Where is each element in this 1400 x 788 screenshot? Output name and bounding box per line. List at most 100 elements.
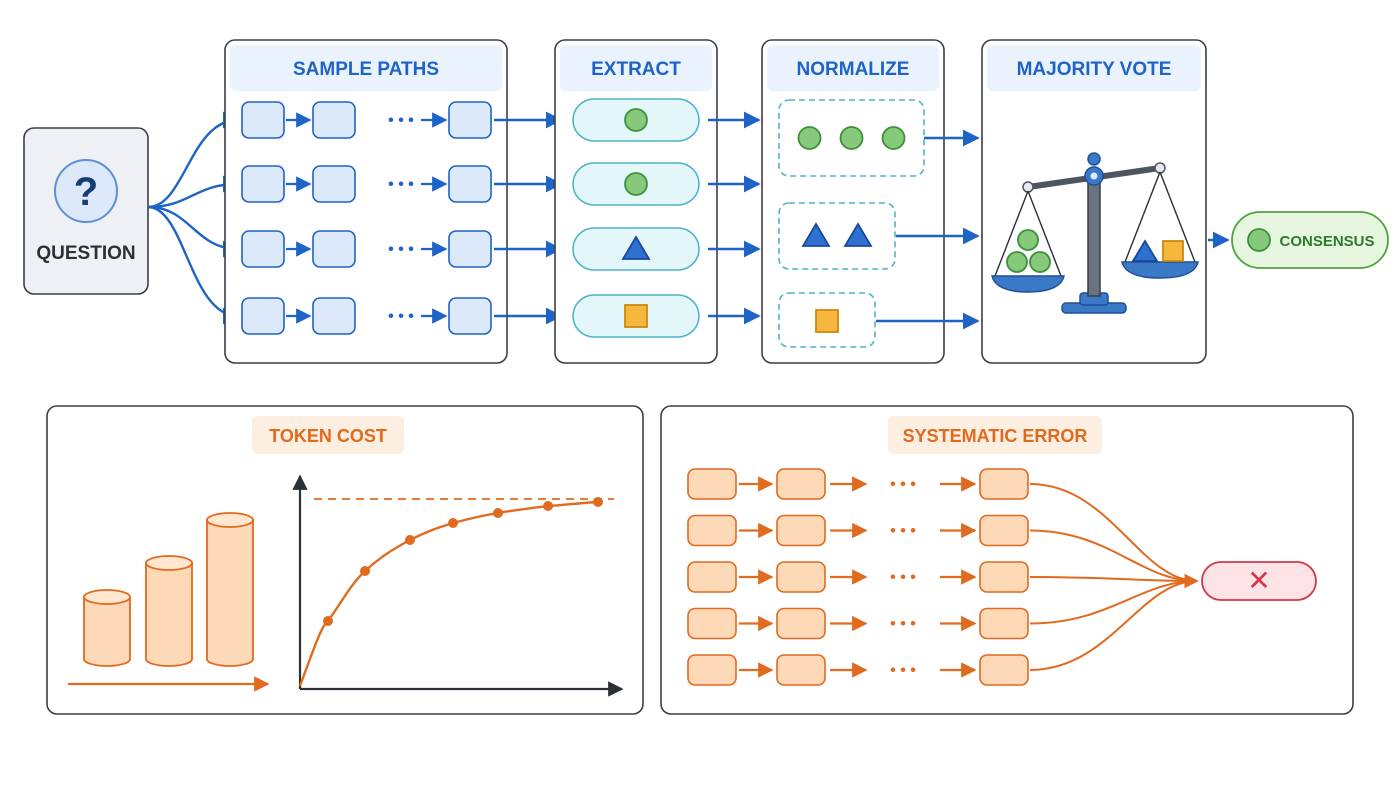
triangle-answer-icon [621, 235, 651, 260]
reasoning-step [312, 165, 356, 203]
reasoning-step [979, 607, 1029, 640]
square-answer-icon [624, 304, 648, 328]
converging-arrow [1029, 574, 1199, 671]
token-cost-title: TOKEN COST [269, 426, 387, 446]
error-output: ✕ [1201, 561, 1317, 601]
reasoning-step [687, 654, 737, 686]
question-label: QUESTION [36, 243, 135, 264]
converging-arrow [1029, 574, 1199, 625]
ellipsis: • • • [890, 616, 916, 633]
majority-vote-panel: MAJORITY VOTE [981, 39, 1207, 364]
extract-answer-rows [572, 98, 761, 338]
reasoning-step [312, 101, 356, 139]
extracted-answer [572, 227, 761, 271]
question-mark-glyph: ? [74, 170, 98, 214]
reasoning-step [776, 468, 826, 500]
reasoning-step [776, 561, 826, 593]
ellipsis: • • • [388, 241, 414, 258]
normalized-group-triangle [778, 202, 896, 270]
extract-title: EXTRACT [591, 59, 681, 80]
ellipsis: • • • [890, 476, 916, 493]
balance-scale-icon [991, 152, 1199, 314]
ellipsis: • • • [890, 523, 916, 540]
circle-answer-icon [881, 126, 906, 150]
reasoning-step [687, 514, 737, 547]
reasoning-step [312, 230, 356, 268]
reasoning-step [687, 607, 737, 640]
reasoning-step [687, 468, 737, 500]
extracted-answer [572, 162, 761, 206]
reasoning-step [979, 561, 1029, 593]
extracted-answer [572, 294, 761, 338]
sample-paths-title: SAMPLE PATHS [293, 59, 439, 80]
normalized-group-square [778, 292, 876, 348]
circle-answer-icon [797, 126, 822, 150]
error-path-rows: • • • • • • • • • • • • • • • [687, 468, 1029, 686]
reasoning-step [979, 468, 1029, 500]
consensus-circle-icon [1247, 228, 1271, 252]
error-path-row: • • • [687, 654, 1029, 686]
cylinder-icon [206, 512, 254, 667]
ellipsis: • • • [890, 662, 916, 679]
converging-arrow [1029, 573, 1199, 588]
question-box: ? QUESTION [23, 127, 149, 295]
normalize-to-vote-arrows [876, 129, 980, 330]
ellipsis: • • • [890, 569, 916, 586]
error-path-row: • • • [687, 514, 1029, 547]
error-path-row: • • • [687, 468, 1029, 500]
converging-arrow [1029, 529, 1199, 588]
reasoning-step [776, 514, 826, 547]
reasoning-step [776, 607, 826, 640]
consensus-label: CONSENSUS [1279, 233, 1374, 250]
ellipsis: • • • [388, 112, 414, 129]
token-cost-bars [83, 512, 254, 667]
sample-path-row: • • • [241, 165, 563, 203]
normalized-group-circle [778, 99, 925, 177]
cross-icon: ✕ [1247, 565, 1270, 596]
ellipsis: • • • [388, 176, 414, 193]
triangle-answer-icon [801, 222, 831, 247]
question-icon [54, 159, 118, 223]
cost-curve-plot [292, 474, 624, 697]
circle-answer-icon [624, 172, 648, 196]
reasoning-step [687, 561, 737, 593]
systematic-error-panel: SYSTEMATIC ERROR • • •• • •• • •• • •• •… [660, 405, 1354, 715]
reasoning-step [979, 654, 1029, 686]
reasoning-step [448, 297, 492, 335]
circle-answer-icon [839, 126, 864, 150]
cylinder-icon [145, 555, 193, 667]
extract-panel: EXTRACT [554, 39, 761, 364]
extracted-answer [572, 98, 761, 142]
square-answer-icon [815, 309, 839, 333]
reasoning-step [776, 654, 826, 686]
error-path-row: • • • [687, 561, 1029, 593]
reasoning-step [312, 297, 356, 335]
sample-path-row: • • • [241, 297, 563, 335]
fan-arrow-1 [147, 111, 240, 209]
normalized-answer-groups [778, 99, 925, 348]
ellipsis: • • • [388, 308, 414, 325]
reasoning-step [241, 165, 285, 203]
cylinder-icon [83, 589, 131, 667]
sample-path-row: • • • [241, 101, 563, 139]
error-path-row: • • • [687, 607, 1029, 640]
majority-vote-title: MAJORITY VOTE [1017, 59, 1172, 80]
sample-path-row: • • • [241, 230, 563, 268]
reasoning-step [241, 230, 285, 268]
reasoning-step [448, 101, 492, 139]
normalize-panel: NORMALIZE [761, 39, 945, 364]
sample-paths-panel: SAMPLE PATHS • • • • • • • • • • • • [224, 39, 563, 364]
triangle-answer-icon [843, 222, 873, 247]
systematic-error-title: SYSTEMATIC ERROR [903, 426, 1088, 446]
converging-arrows [1029, 483, 1199, 671]
token-cost-panel: TOKEN COST [46, 405, 644, 715]
reasoning-step [241, 101, 285, 139]
reasoning-step [979, 514, 1029, 547]
normalize-title: NORMALIZE [797, 59, 910, 80]
curve-points [323, 497, 603, 626]
converging-arrow [1029, 483, 1199, 588]
reasoning-step [448, 230, 492, 268]
fan-arrow-4 [147, 205, 240, 325]
reasoning-step [448, 165, 492, 203]
